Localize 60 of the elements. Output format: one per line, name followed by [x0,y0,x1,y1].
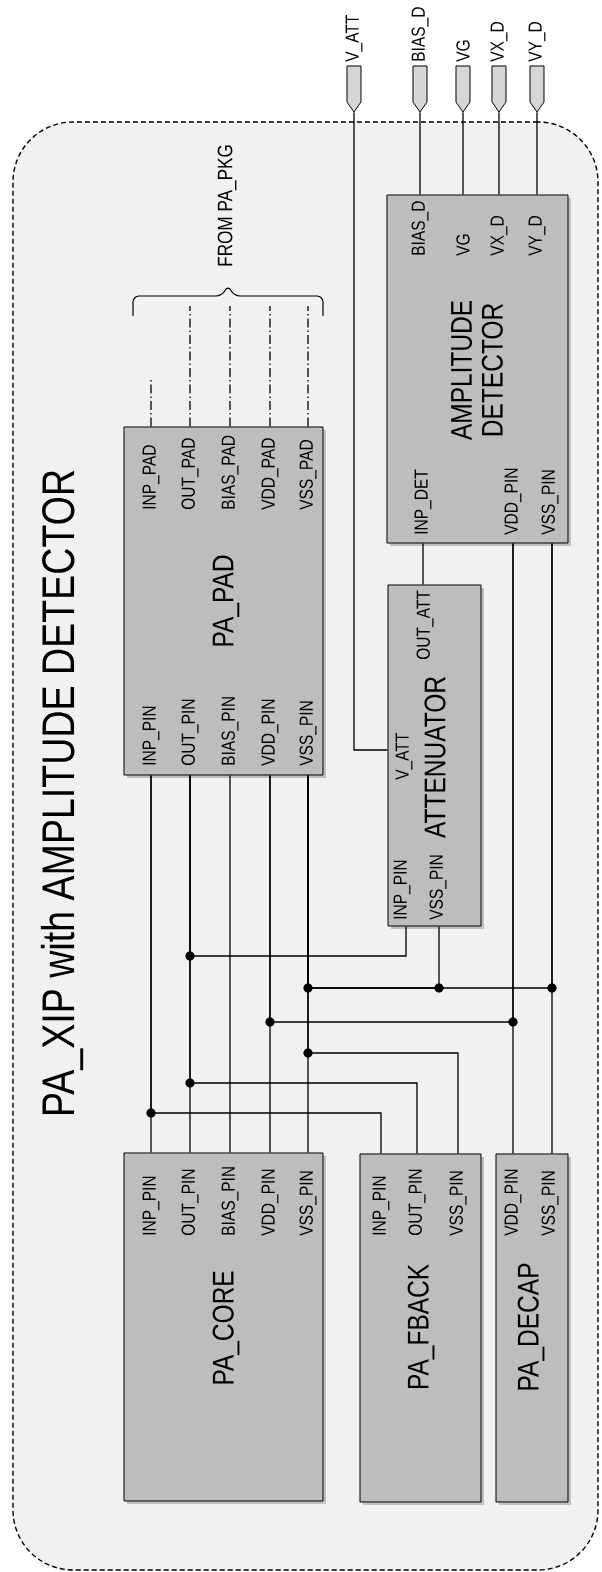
pin-label: VDD_PIN [504,1169,522,1236]
wire [307,774,459,1155]
pin-label: VX_D [490,216,508,256]
wire [189,774,418,1155]
pin-label: OUT_PIN [181,699,199,766]
block-title: PA_DECAP [517,1263,545,1390]
pin-label: VX_D [490,22,508,62]
pin-label: VG [456,234,470,256]
wire [189,305,191,428]
pin-label: OUT_PIN [181,1169,199,1236]
wire [150,774,382,1155]
pin-label: V_ATT [345,15,363,62]
pin-label: V_ATT [395,733,413,780]
block-title: AMPLITUDE DETECTOR [451,300,503,441]
wire [536,111,538,196]
brace-label: FROM PA_PKG [217,145,237,266]
wire [462,111,464,196]
block-title: PA_PAD [212,555,240,646]
block-title: PA_CORE [212,1271,240,1384]
block-title: PA_FBACK [407,1264,435,1389]
pin-label: VDD_PIN [261,699,279,766]
pin-label: VSS_PAD [299,440,317,510]
pin-label: BIAS_PIN [221,1167,239,1235]
pin-label: INP_PAD [142,445,160,509]
pin-label: INP_PIN [393,860,411,919]
wire [307,305,309,428]
wire [498,111,500,196]
pin-label: OUT_PIN [408,1169,426,1236]
pin-label: INP_PIN [372,1176,390,1235]
block-title: ATTENUATOR [424,677,446,838]
pin-label: BIAS_D [411,201,429,255]
pin-label: VY_D [528,22,546,62]
wire [551,542,553,1155]
pin-label: BIAS_PIN [221,697,239,765]
wire [512,542,514,1155]
pin-label: VG [456,40,470,62]
wire [353,111,389,751]
pin-label: OUT_ATT [416,590,434,660]
pin-label: INP_PIN [142,1176,160,1235]
pin-label: INP_DET [414,469,432,534]
pin-label: OUT_PAD [181,438,199,510]
title: PA_XIP with AMPLITUDE DETECTOR [40,470,84,1114]
wire [229,305,231,428]
wire [422,542,424,586]
pin-label: BIAS_PAD [221,435,239,509]
pin-label: VSS_PIN [299,1171,317,1236]
pin-label: VDD_PAD [261,438,279,510]
pin-label: INP_PIN [142,706,160,765]
wire [229,774,231,1154]
pin-label: VSS_PIN [299,701,317,766]
wire [269,305,271,428]
wire [419,111,421,196]
pin-label: BIAS_D [411,7,429,61]
pin-label: VDD_PIN [504,468,522,535]
pin-label: VY_D [528,216,546,256]
pin-label: VSS_PIN [541,1171,559,1236]
pin-label: VSS_PIN [449,1171,467,1236]
pin-label: VSS_PIN [429,855,447,920]
pin-label: VDD_PIN [261,1169,279,1236]
pin-label: VSS_PIN [541,470,559,535]
